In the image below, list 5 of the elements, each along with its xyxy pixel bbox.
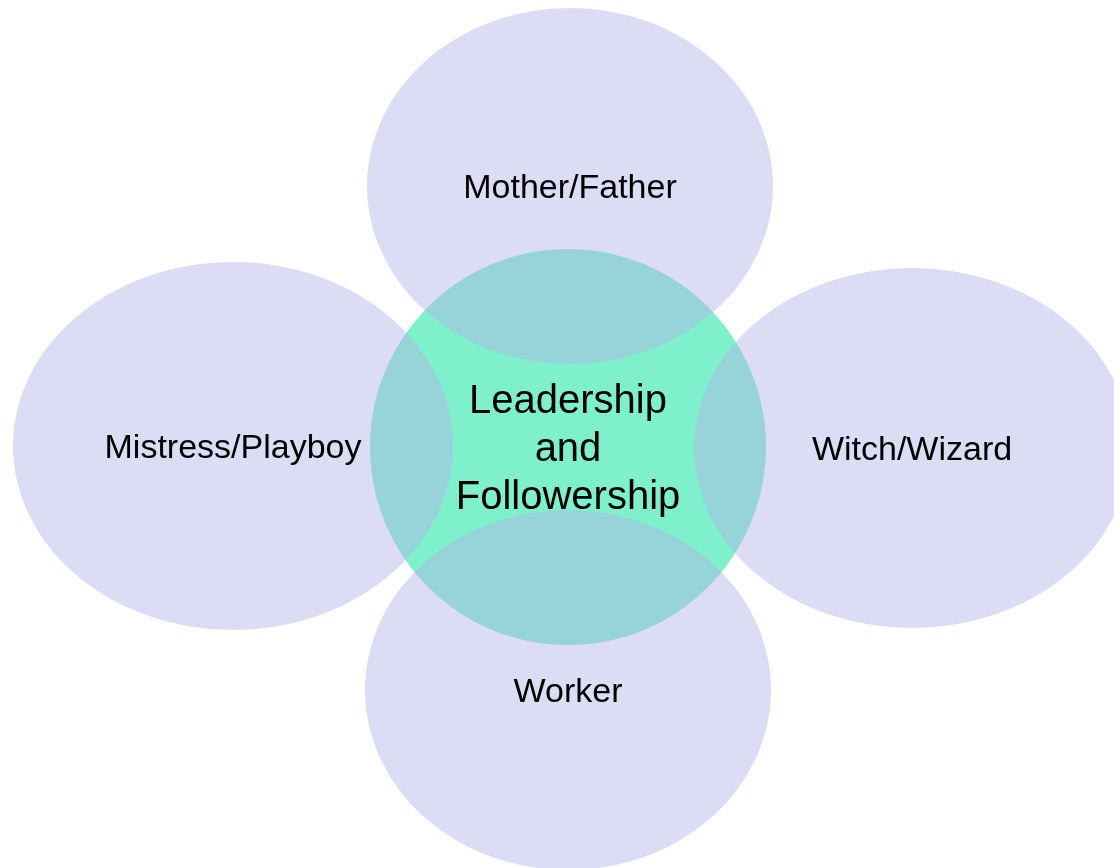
node-label: Mother/Father <box>463 165 677 207</box>
node-label: Worker <box>513 669 623 711</box>
node-label: Mistress/Playboy <box>104 425 362 467</box>
node-label: Witch/Wizard <box>811 427 1013 469</box>
node-label: Leadership and Followership <box>454 376 682 519</box>
